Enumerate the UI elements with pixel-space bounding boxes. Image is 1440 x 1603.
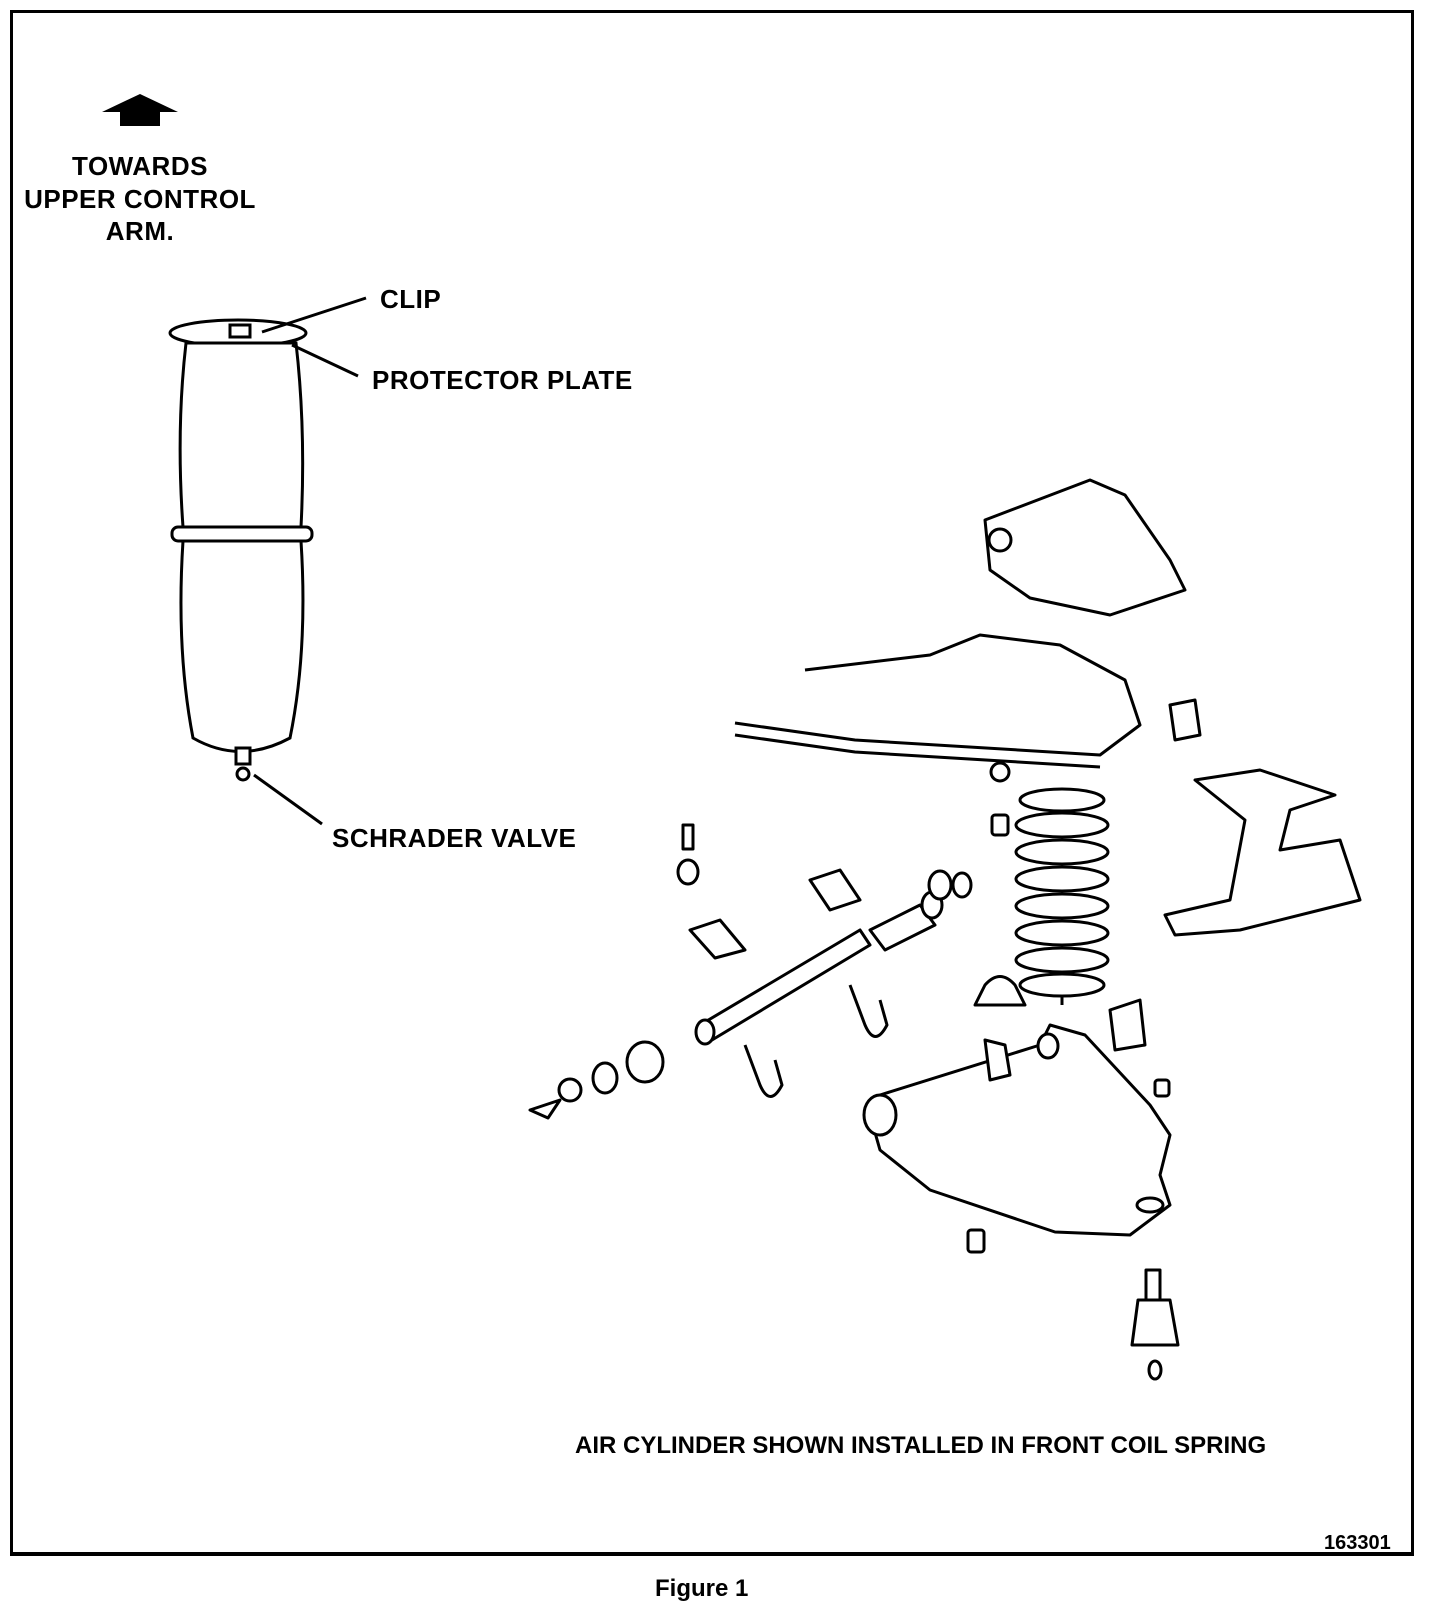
air-cylinder [168,318,314,782]
protector-plate-label: PROTECTOR PLATE [372,365,633,395]
coil-spring [1014,787,1110,1005]
schrader-valve-label: SCHRADER VALVE [332,823,577,853]
figure-title: Figure 1 [655,1575,749,1602]
up-arrow-icon [102,94,178,126]
leader-lines [253,296,367,826]
suspension-assembly [528,478,1362,1381]
direction-line-2: UPPER CONTROL [24,183,256,214]
drawing-number: 163301 [1324,1532,1391,1554]
clip-label: CLIP [380,284,442,314]
figure-frame [10,10,1414,1555]
figure-caption: AIR CYLINDER SHOWN INSTALLED IN FRONT CO… [575,1432,1267,1459]
direction-line-3: ARM. [105,216,175,246]
direction-line-1: TOWARDS [72,151,208,181]
direction-label: TOWARDS UPPER CONTROL ARM. [20,150,260,248]
